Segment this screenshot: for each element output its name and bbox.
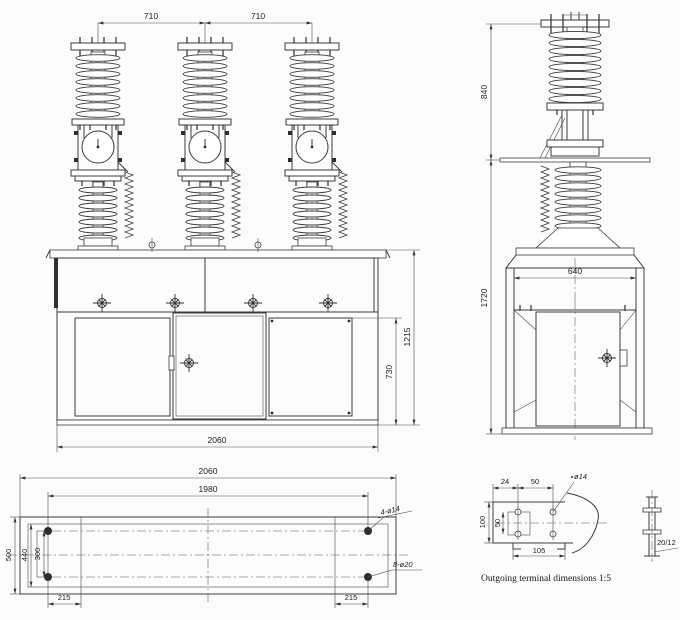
dim-overall-height: 1720 — [479, 288, 489, 307]
pole-c — [285, 23, 347, 250]
dim-insulator-height: 840 — [479, 85, 489, 99]
side-pole — [499, 12, 651, 249]
dim-hole-pitch-width: 1980 — [199, 484, 218, 494]
dim-thickness: 20/12 — [657, 538, 676, 547]
dim-frame-depth: 440 — [20, 549, 29, 562]
dim-overall-width: 2060 — [208, 435, 227, 445]
dim-pole-pitch-left: 710 — [144, 11, 158, 21]
dim-tab-width: 105 — [533, 546, 546, 555]
plan-view: 2060 1980 500 440 300 215 215 — [4, 466, 422, 608]
side-view: 640 840 1720 — [479, 12, 653, 440]
mounting-hole — [44, 573, 52, 581]
front-view: 710 710 — [45, 11, 420, 452]
dim-hole-pitch-depth: 300 — [33, 548, 42, 561]
callout-corner-holes: 4-ø14 — [380, 504, 401, 517]
dim-pole-pitch-right: 710 — [251, 11, 265, 21]
dim-plan-width: 2060 — [199, 466, 218, 476]
callout-base-holes: 8-ø20 — [393, 560, 413, 569]
terminal-detail: 24 50 ø14 100 50 105 20/12 Ou — [478, 472, 679, 584]
front-cabinet — [45, 238, 391, 426]
dim-plan-depth: 500 — [4, 549, 13, 562]
dim-edge: 24 — [501, 477, 509, 486]
dim-offset-left: 215 — [58, 593, 71, 602]
terminal-side-profile: 20/12 — [642, 490, 679, 562]
dim-offset-right: 215 — [345, 593, 358, 602]
dim-plate-height: 100 — [478, 516, 487, 529]
dim-height-total: 1215 — [402, 327, 412, 346]
pole-b — [178, 23, 240, 250]
side-cabinet: 640 — [501, 247, 653, 440]
mounting-hole — [44, 527, 52, 535]
detail-caption: Outgoing terminal dimensions 1:5 — [481, 574, 611, 584]
pole-a — [71, 23, 133, 250]
dim-height-lower: 730 — [384, 365, 394, 379]
dim-pitch-h: 50 — [531, 477, 539, 486]
callout-hole-diameter: ø14 — [574, 472, 587, 481]
dim-pitch-v: 50 — [493, 519, 502, 527]
